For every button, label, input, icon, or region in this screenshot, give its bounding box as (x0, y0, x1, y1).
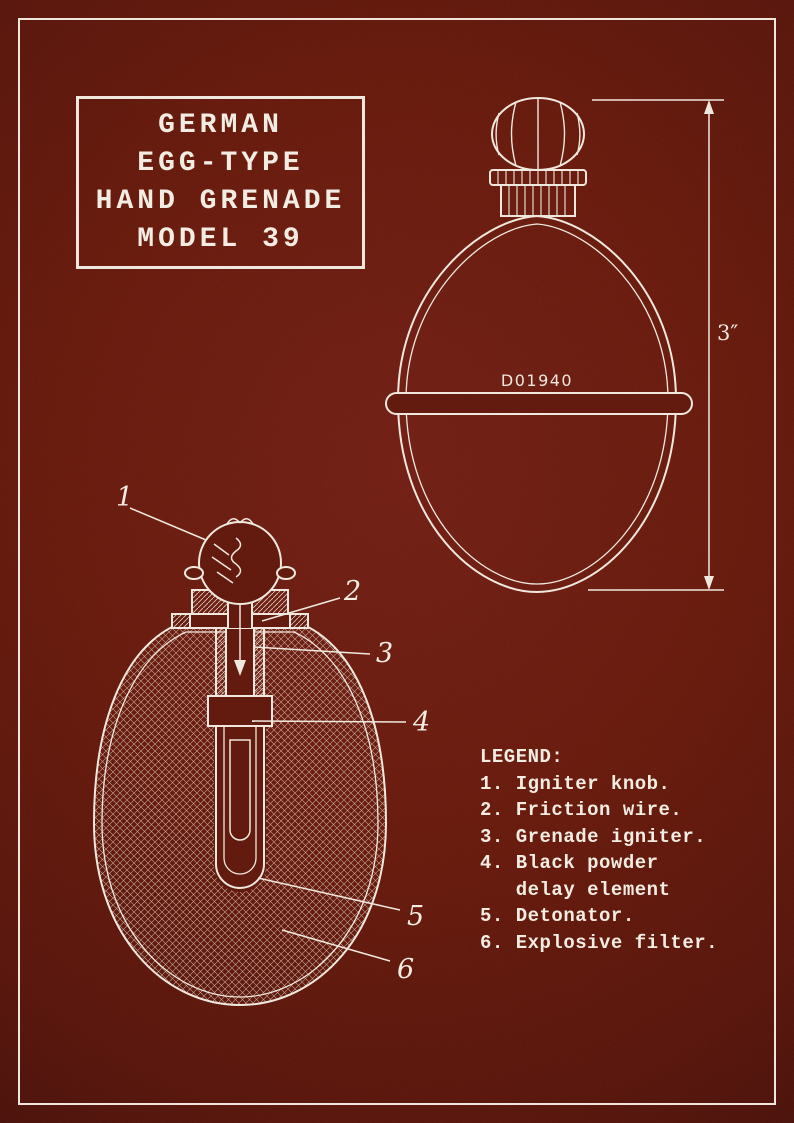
callout-4: 4 (412, 707, 430, 738)
legend-item-6: 6. Explosive filter. (480, 931, 719, 954)
legend-item-5: 5. Detonator. (480, 905, 635, 927)
igniter-cap-knob (489, 97, 587, 217)
grenade-cross-section-drawing: 1 2 3 4 5 6 (92, 482, 430, 1007)
legend-item-4b: delay element (480, 878, 671, 901)
callout-1: 1 (116, 482, 133, 513)
legend: LEGEND: 1. Igniter knob. 2. Friction wir… (480, 744, 718, 956)
callout-3: 3 (376, 638, 393, 669)
title-line-1: GERMAN (158, 109, 283, 141)
leader-line-4 (251, 720, 407, 723)
callout-5: 5 (407, 901, 424, 932)
callout-6: 6 (397, 954, 414, 985)
grenade-igniter-tube (215, 627, 227, 697)
center-band (385, 392, 693, 415)
legend-item-1: 1. Igniter knob. (480, 772, 671, 795)
callout-2: 2 (343, 576, 361, 607)
legend-item-3: 3. Grenade igniter. (480, 825, 707, 848)
title-box: GERMAN EGG-TYPE HAND GRENADE MODEL 39 (76, 96, 365, 269)
legend-item-4a: 4. Black powder (480, 852, 659, 874)
serial-number: D01940 (501, 371, 573, 390)
dimension-line (588, 99, 724, 591)
dimension-label: 3″ (717, 321, 738, 345)
legend-header: LEGEND: (480, 746, 564, 768)
title-line-3: HAND GRENADE (95, 185, 346, 217)
leader-line-1 (129, 507, 207, 541)
title-line-2: EGG-TYPE (137, 147, 304, 179)
legend-item-2: 2. Friction wire. (480, 799, 683, 821)
title-line-4: MODEL 39 (137, 223, 304, 255)
